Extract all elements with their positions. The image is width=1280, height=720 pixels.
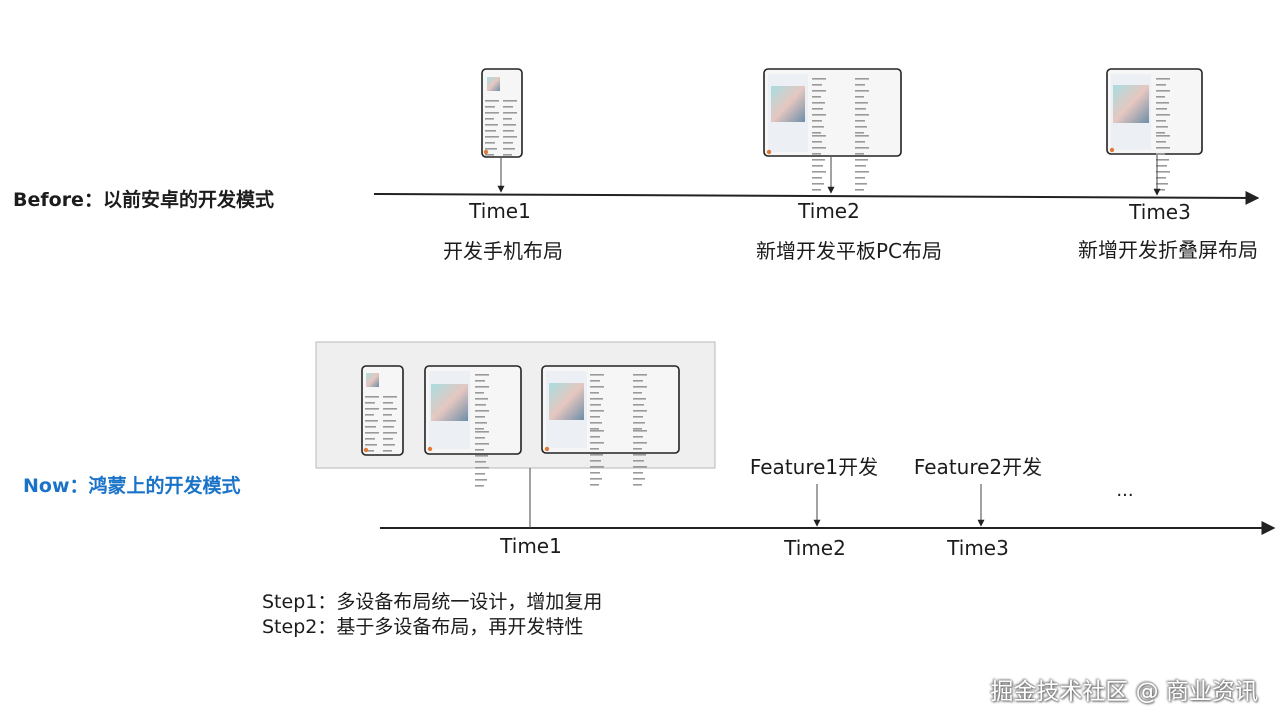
before-phone-screenshot xyxy=(482,69,522,157)
now-time2-label: Time2 xyxy=(784,536,846,560)
before-row-label: Before：以前安卓的开发模式 xyxy=(13,185,274,212)
steps-list: Step1：多设备布局统一设计，增加复用 Step2：基于多设备布局，再开发特性 xyxy=(262,590,602,640)
before-time3-desc: 新增开发折叠屏布局 xyxy=(1078,234,1258,263)
before-time3-label: Time3 xyxy=(1129,200,1191,224)
watermark-text: 掘金技术社区 @ 商业资讯 xyxy=(990,672,1258,706)
before-time1-desc: 开发手机布局 xyxy=(443,235,563,264)
before-tablet-screenshot xyxy=(764,69,901,191)
now-feature1-label: Feature1开发 xyxy=(750,451,878,480)
now-time3-label: Time3 xyxy=(947,536,1009,560)
before-time1-label: Time1 xyxy=(469,199,531,223)
now-row-label: Now：鸿蒙上的开发模式 xyxy=(23,471,241,498)
now-feature2-label: Feature2开发 xyxy=(914,451,1042,480)
now-time1-label: Time1 xyxy=(500,534,562,558)
now-phone-screenshot xyxy=(362,366,403,455)
now-foldable-screenshot xyxy=(425,366,521,487)
before-time2-label: Time2 xyxy=(798,199,860,223)
before-foldable-screenshot xyxy=(1107,69,1202,191)
before-time2-desc: 新增开发平板PC布局 xyxy=(756,235,942,264)
before-timeline-axis xyxy=(374,194,1258,198)
step1-text: Step1：多设备布局统一设计，增加复用 xyxy=(262,590,602,615)
now-ellipsis: ... xyxy=(1116,480,1133,501)
step2-text: Step2：基于多设备布局，再开发特性 xyxy=(262,615,602,640)
